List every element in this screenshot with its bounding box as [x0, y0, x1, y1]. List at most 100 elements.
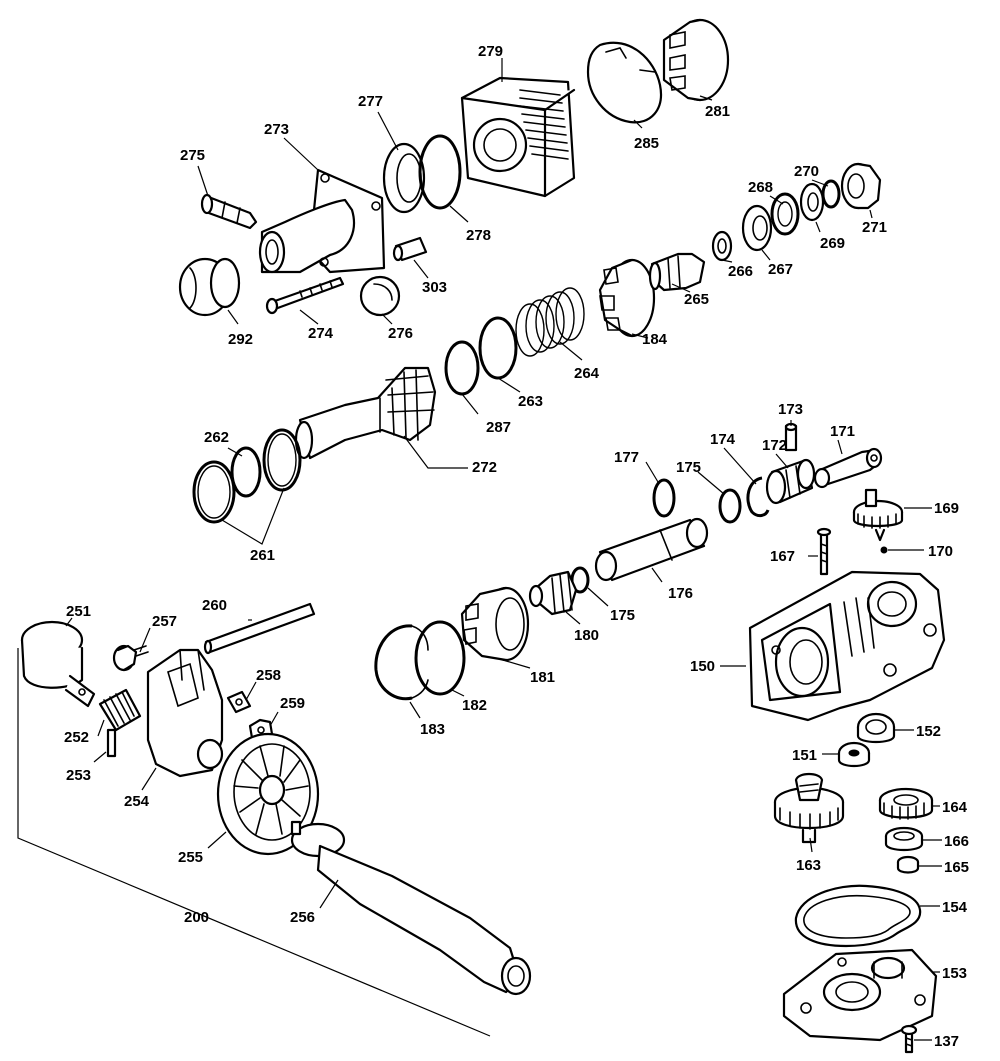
callout-180: 180 — [574, 627, 599, 644]
part-184-clutch-ring — [598, 258, 656, 338]
part-270-circlip — [821, 179, 841, 209]
part-287-ring — [444, 340, 480, 396]
part-263-ring — [478, 316, 518, 380]
part-167-screw — [816, 527, 832, 576]
callout-274: 274 — [308, 325, 334, 342]
part-154-gasket — [794, 884, 922, 948]
part-281-clutch-ring — [662, 18, 730, 102]
callout-263: 263 — [518, 393, 543, 410]
part-171-connecting-rod — [813, 447, 883, 489]
callout-303: 303 — [422, 279, 447, 296]
callout-287: 287 — [486, 419, 511, 436]
callout-165: 165 — [944, 859, 969, 876]
callout-262: 262 — [204, 429, 229, 446]
part-292-rubber-buffer — [178, 257, 241, 317]
part-278-o-ring — [418, 134, 462, 210]
part-163-gear-shaft — [773, 772, 845, 844]
part-180-ram — [528, 570, 578, 616]
callout-255: 255 — [178, 849, 203, 866]
part-273-flange-sleeve — [258, 168, 386, 274]
leader-lines — [65, 58, 942, 1041]
callout-137: 137 — [934, 1033, 959, 1050]
part-303-pin — [392, 236, 428, 262]
part-271-cap — [840, 162, 882, 210]
callout-273: 273 — [264, 121, 289, 138]
part-257-thumb-screw — [112, 644, 149, 672]
callout-264: 264 — [574, 365, 600, 382]
part-253-pin — [106, 728, 117, 758]
part-275-pin — [200, 193, 258, 230]
part-265-spindle — [648, 252, 706, 292]
part-176-cylinder — [594, 517, 709, 582]
callout-260: 260 — [202, 597, 227, 614]
callout-153: 153 — [942, 965, 967, 982]
callout-164: 164 — [942, 799, 968, 816]
callout-258: 258 — [256, 667, 281, 684]
callout-254: 254 — [124, 793, 150, 810]
callout-257: 257 — [152, 613, 177, 630]
part-264-spring — [515, 287, 585, 357]
callout-184: 184 — [642, 331, 668, 348]
callout-279: 279 — [478, 43, 503, 60]
part-252-spring — [98, 688, 142, 732]
part-175-ring-upper — [718, 488, 742, 524]
part-173-pin — [784, 422, 798, 452]
callout-259: 259 — [280, 695, 305, 712]
callout-182: 182 — [462, 697, 487, 714]
callout-285: 285 — [634, 135, 659, 152]
part-256-handle-grip — [290, 820, 532, 996]
callout-276: 276 — [388, 325, 413, 342]
part-151-bearing — [837, 741, 871, 768]
part-254-handle-bracket — [146, 648, 224, 778]
callout-252: 252 — [64, 729, 89, 746]
callout-166: 166 — [944, 833, 969, 850]
callout-266: 266 — [728, 263, 753, 280]
part-150-gear-housing — [748, 570, 946, 722]
assembly-200-outline — [17, 648, 491, 1037]
part-137-screw — [900, 1024, 918, 1054]
callout-271: 271 — [862, 219, 887, 236]
callout-176: 176 — [668, 585, 693, 602]
part-268-spring-washer — [770, 192, 800, 236]
callout-278: 278 — [466, 227, 491, 244]
callout-174: 174 — [710, 431, 736, 448]
callout-175-upper: 175 — [676, 459, 701, 476]
part-170-ball — [880, 546, 888, 554]
part-260-rod — [203, 602, 316, 655]
part-251-clamp-band — [20, 620, 96, 708]
callout-251: 251 — [66, 603, 91, 620]
part-181-gear-ring — [460, 586, 530, 662]
part-164-gear — [878, 787, 934, 820]
callout-labels: 279 281 285 277 273 275 278 268 270 271 … — [64, 43, 969, 1050]
part-183-circlip — [374, 624, 429, 701]
callout-173: 173 — [778, 401, 803, 418]
callout-270: 270 — [794, 163, 819, 180]
part-266-washer — [711, 230, 733, 262]
callout-171: 171 — [830, 423, 855, 440]
callout-261: 261 — [250, 547, 275, 564]
callout-277: 277 — [358, 93, 383, 110]
callout-268: 268 — [748, 179, 773, 196]
part-153-gear-cover — [782, 948, 938, 1042]
callout-175-lower: 175 — [610, 607, 635, 624]
part-267-disc — [741, 204, 773, 252]
part-172-piston — [765, 458, 816, 505]
callout-152: 152 — [916, 723, 941, 740]
part-272-tool-holder — [294, 366, 437, 460]
callout-269: 269 — [820, 235, 845, 252]
callout-163: 163 — [796, 857, 821, 874]
part-174-clip — [746, 476, 770, 518]
callout-154: 154 — [942, 899, 968, 916]
callout-267: 267 — [768, 261, 793, 278]
callout-281: 281 — [705, 103, 730, 120]
part-182-ring — [414, 620, 466, 696]
callout-183: 183 — [420, 721, 445, 738]
callout-253: 253 — [66, 767, 91, 784]
callout-150: 150 — [690, 658, 715, 675]
callout-256: 256 — [290, 909, 315, 926]
part-152-bearing — [856, 712, 896, 744]
callout-272: 272 — [472, 459, 497, 476]
callout-169: 169 — [934, 500, 959, 517]
callout-167: 167 — [770, 548, 795, 565]
